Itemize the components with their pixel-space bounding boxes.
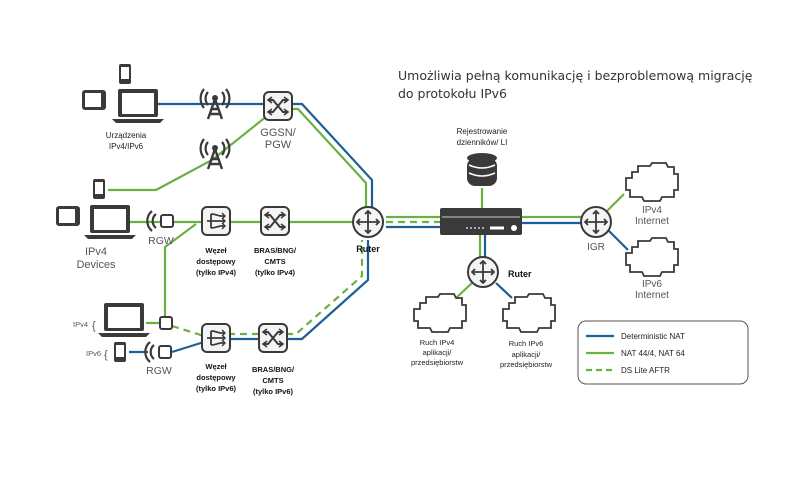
access-node-ipv6-icon: [201, 323, 231, 353]
bras-ipv4-label-1: BRAS/BNG/: [254, 246, 297, 255]
access-ipv6-label-2: dostępowy: [196, 373, 236, 382]
app-ipv6-label-2: aplikacji/: [512, 350, 542, 359]
app-ipv4-cloud-icon: [413, 293, 467, 333]
ipv6-internet-cloud-icon: [625, 237, 679, 277]
tablet-icon-ipv4: [56, 206, 80, 226]
rgw-top-label: RGW: [148, 235, 174, 247]
igr-label: IGR: [587, 242, 605, 253]
laptop-icon-dual: [98, 303, 150, 337]
bras-ipv4-label-2: CMTS: [264, 257, 285, 266]
app-ipv4-label-2: aplikacji/: [423, 348, 453, 357]
ipv4-devices-label-1: IPv4: [85, 246, 107, 258]
ipv6-brace-icon: {: [104, 349, 108, 361]
ggsn-label-1: GGSN/: [260, 127, 296, 139]
access-ipv4-label-3: (tylko IPv4): [196, 268, 237, 277]
ipv6-internet-label-2: Internet: [635, 290, 669, 301]
ipv4-devices-label-2: Devices: [76, 259, 116, 271]
ipv6-internet-label-1: IPv6: [642, 279, 662, 290]
link-rgw-access6-blue: [171, 340, 205, 354]
link-igr-ipv4-green: [605, 193, 625, 213]
app-ipv6-label-3: przedsiębiorstw: [500, 360, 553, 369]
link-bras6-router-dashed: [286, 240, 364, 336]
legend-label-ds-lite: DS Lite AFTR: [621, 366, 670, 375]
ipv4-internet-label-2: Internet: [635, 216, 669, 227]
app-router-label: Ruter: [508, 269, 532, 279]
bras-ipv6-label-1: BRAS/BNG/: [252, 365, 295, 374]
app-ipv4-label-1: Ruch IPv4: [420, 338, 455, 347]
bras-ipv4-label-3: (tylko IPv4): [255, 268, 296, 277]
devices-dual-label-1: Urządzenia: [106, 131, 147, 140]
bras-ipv6-switch-icon: [258, 323, 288, 353]
legend: Deterministic NAT NAT 44/4, NAT 64 DS Li…: [577, 320, 749, 385]
bras-ipv4-switch-icon: [260, 206, 290, 236]
link-ggsn-router-blue: [286, 102, 374, 212]
ipv4-internet-cloud-icon: [625, 162, 679, 202]
diagram-title-line1: Umożliwia pełną komunikację i bezproblem…: [398, 68, 753, 83]
ipv4-brace-icon: {: [92, 320, 96, 332]
access-ipv4-label-1: Węzeł: [205, 246, 227, 255]
app-ipv4-label-3: przedsiębiorstw: [411, 358, 464, 367]
rgw-icon-bottom: [144, 340, 173, 364]
devices-dual-label-2: IPv4/IPv6: [109, 142, 144, 151]
app-ipv6-cloud-icon: [502, 293, 556, 333]
link-approuter-app4-green: [455, 282, 473, 299]
laptop-icon-ipv4: [84, 205, 136, 239]
app-ipv6-label-1: Ruch IPv6: [509, 339, 544, 348]
logging-label-1: Rejestrowanie: [457, 127, 508, 136]
rgw-bottom-label: RGW: [146, 365, 172, 377]
access-node-ipv4-icon: [201, 206, 231, 236]
database-icon: [467, 153, 497, 186]
legend-label-nat44-nat64: NAT 44/4, NAT 64: [621, 349, 685, 358]
bras-ipv6-label-3: (tylko IPv6): [253, 387, 294, 396]
smartphone-icon: [119, 64, 131, 84]
ipv4-brace-label: IPv4: [73, 320, 88, 329]
link-bras6-router-blue: [286, 240, 370, 341]
laptop-icon: [112, 89, 164, 123]
link-phone-tower-green: [108, 111, 273, 192]
link-approuter-app6-blue: [495, 282, 513, 299]
main-router-icon: [352, 206, 384, 238]
igr-router-icon: [580, 206, 612, 238]
app-router-icon: [467, 256, 499, 288]
diagram-title-line2: do protokołu IPv6: [398, 86, 507, 101]
legend-box: [577, 320, 749, 385]
link-box-access6-dashed: [171, 324, 205, 338]
access-ipv6-label-3: (tylko IPv6): [196, 384, 237, 393]
logging-label-2: dzienników/ LI: [457, 138, 508, 147]
ggsn-switch-icon: [263, 91, 293, 121]
ipv4-internet-label-1: IPv4: [642, 205, 662, 216]
access-ipv4-label-2: dostępowy: [196, 257, 236, 266]
main-router-label: Ruter: [356, 244, 380, 254]
smartphone-icon-ipv4: [93, 179, 105, 199]
ggsn-label-2: PGW: [265, 139, 292, 151]
link-rgw-vertical-green: [163, 223, 197, 323]
cpe-box-icon: [159, 316, 173, 330]
legend-label-deterministic-nat: Deterministic NAT: [621, 332, 685, 341]
smartphone-icon-ipv6: [114, 342, 126, 362]
access-ipv6-label-1: Węzeł: [205, 362, 227, 371]
link-igr-ipv6-blue: [605, 227, 629, 251]
cgn-appliance-icon: [440, 208, 522, 235]
tablet-icon: [82, 90, 106, 110]
bras-ipv6-label-2: CMTS: [262, 376, 283, 385]
ipv6-brace-label: IPv6: [86, 349, 101, 358]
